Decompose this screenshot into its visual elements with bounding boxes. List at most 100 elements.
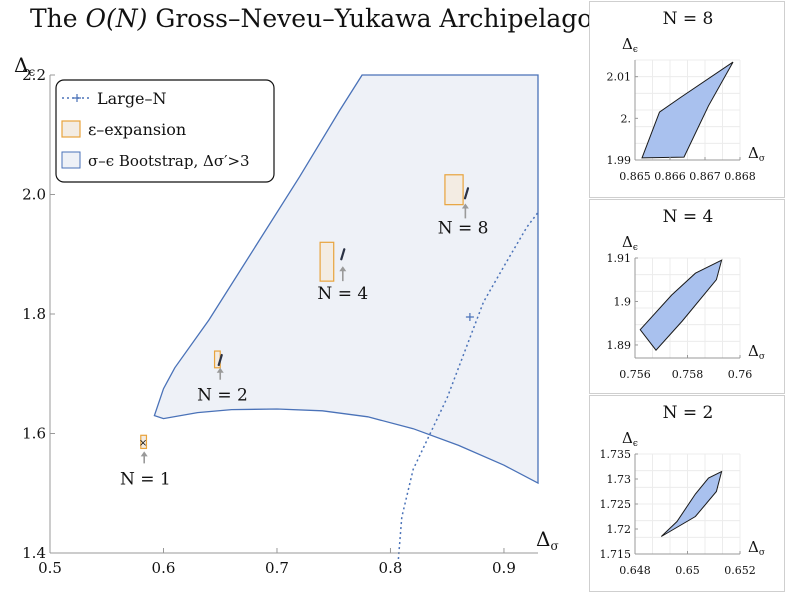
inset-chart-n2: N = 2 0.648 0.65 0.652 1.715 1.72 1.725 1.73 1.7… — [600, 403, 766, 577]
island-n2 — [217, 353, 223, 367]
eps-box-n8 — [444, 174, 464, 206]
legend: Large–N ε–expansion σ–ϵ Bootstrap, Δσ′>3 — [55, 79, 275, 183]
inset-x-tick-label-0: 0.865 — [619, 170, 651, 183]
inset-y-tick-label-2: 2.01 — [607, 71, 632, 84]
x-tick-label-4: 0.9 — [492, 559, 516, 577]
inset-y-tick-label-4: 1.735 — [600, 448, 632, 461]
inset-x-axis-label-main: Δ — [748, 144, 759, 162]
arrow-head-0 — [140, 451, 148, 457]
inset-y-tick-label-3: 1.73 — [607, 473, 632, 486]
inset-title: N = 4 — [663, 207, 714, 227]
inset-y-axis-label-sub: ϵ — [633, 243, 638, 253]
inset-panel-n2: N = 2 0.648 0.65 0.652 1.715 1.72 1.725 1.73 1.7… — [589, 395, 785, 592]
inset-y-axis-label: Δϵ — [622, 35, 638, 55]
inset-y-axis-label: Δϵ — [622, 233, 638, 253]
inset-x-axis-label-sub: σ — [759, 154, 765, 164]
legend-swatch-1 — [61, 120, 81, 138]
inset-y-axis-label-main: Δ — [622, 233, 633, 251]
point-label-1: N = 2 — [197, 386, 248, 406]
inset-x-axis-label-sub: σ — [759, 352, 765, 362]
inset-y-tick-label-2: 1.91 — [607, 252, 632, 265]
large-n-curve — [397, 211, 539, 560]
x-axis-label: Δσ — [536, 527, 559, 553]
inset-island-region — [641, 61, 734, 159]
inset-y-axis-label-sub: ϵ — [633, 45, 638, 55]
inset-y-tick-label-0: 1.715 — [600, 548, 632, 561]
arrow-head-1 — [216, 367, 224, 373]
legend-swatch-2 — [61, 151, 81, 169]
inset-x-tick-label-0: 0.756 — [619, 368, 651, 381]
y-axis-label-main: Δ — [14, 53, 28, 77]
eps-box-n4 — [319, 241, 335, 282]
inset-x-tick-label-1: 0.65 — [675, 564, 700, 577]
inset-y-tick-label-1: 1.9 — [614, 295, 632, 308]
inset-x-axis-label: Δσ — [748, 342, 765, 362]
inset-title: N = 8 — [663, 9, 714, 29]
inset-y-axis-label: Δϵ — [622, 429, 638, 449]
inset-x-tick-label-2: 0.867 — [689, 170, 721, 183]
inset-x-tick-label-1: 0.758 — [672, 368, 704, 381]
point-label-3: N = 8 — [438, 218, 489, 238]
inset-island-region — [639, 259, 723, 351]
inset-y-axis-label-main: Δ — [622, 429, 633, 447]
x-tick-label-1: 0.6 — [152, 559, 176, 577]
arrow-head-3 — [461, 203, 469, 209]
bootstrap-region — [153, 74, 539, 485]
title-italic: O(N) — [85, 4, 148, 33]
island-n1: × — [139, 438, 147, 449]
inset-x-axis-label-sub: σ — [759, 548, 765, 558]
inset-title: N = 2 — [663, 403, 714, 423]
legend-label-1: ε–expansion — [88, 120, 186, 139]
x-axis-label-sub: σ — [550, 539, 558, 553]
inset-x-axis-label-main: Δ — [748, 342, 759, 360]
point-label-2: N = 4 — [317, 284, 368, 304]
y-tick-label-0: 1.4 — [22, 544, 46, 562]
inset-y-tick-label-2: 1.725 — [600, 498, 632, 511]
inset-x-axis-label-main: Δ — [748, 538, 759, 556]
inset-island-region — [660, 470, 723, 537]
inset-x-tick-label-2: 0.652 — [724, 564, 756, 577]
inset-x-tick-label-0: 0.648 — [619, 564, 651, 577]
inset-y-tick-label-1: 2. — [621, 112, 632, 125]
large-n-marker — [465, 312, 474, 321]
eps-box-n1 — [140, 434, 148, 450]
inset-x-tick-label-1: 0.866 — [654, 170, 686, 183]
arrow-head-2 — [339, 266, 347, 272]
y-tick-label-4: 2.2 — [22, 66, 46, 84]
legend-swatch-0-cross — [73, 94, 81, 102]
point-label-0: N = 1 — [120, 469, 171, 489]
title-suffix: Gross–Neveu–Yukawa Archipelago — [147, 4, 593, 33]
y-tick-label-2: 1.8 — [22, 305, 46, 323]
inset-x-axis-label: Δσ — [748, 538, 765, 558]
island-n8 — [463, 187, 470, 200]
title-prefix: The — [30, 4, 86, 33]
x-tick-label-2: 0.7 — [265, 559, 289, 577]
legend-box — [55, 79, 275, 183]
legend-label-2: σ–ϵ Bootstrap, Δσ′>3 — [88, 152, 250, 170]
inset-y-tick-label-1: 1.72 — [607, 523, 632, 536]
inset-x-tick-label-3: 0.868 — [724, 170, 756, 183]
x-axis-label-main: Δ — [536, 527, 550, 551]
inset-x-axis-label: Δσ — [748, 144, 765, 164]
main-marks: × N = 1 N = 2 N = 4 N = 8 — [120, 174, 489, 489]
island-n4 — [340, 248, 346, 261]
x-tick-label-0: 0.5 — [38, 559, 62, 577]
inset-y-axis-label-sub: ϵ — [633, 439, 638, 449]
x-tick-label-3: 0.8 — [379, 559, 403, 577]
y-tick-label-3: 2.0 — [22, 186, 46, 204]
page-title: The O(N) Gross–Neveu–Yukawa Archipelago — [30, 4, 592, 33]
legend-label-0: Large–N — [97, 89, 167, 108]
y-axis-label: Δϵ — [14, 53, 35, 79]
inset-y-tick-label-0: 1.89 — [607, 339, 632, 352]
inset-y-tick-label-0: 1.99 — [607, 154, 632, 167]
inset-x-tick-label-2: 0.76 — [728, 368, 753, 381]
inset-y-axis-label-main: Δ — [622, 35, 633, 53]
main-chart: × N = 1 N = 2 N = 4 N = 8 0.5 0.6 0.7 0.8 0.9 1.4… — [14, 53, 559, 577]
y-tick-label-1: 1.6 — [22, 425, 46, 443]
y-axis-label-sub: ϵ — [28, 65, 35, 79]
